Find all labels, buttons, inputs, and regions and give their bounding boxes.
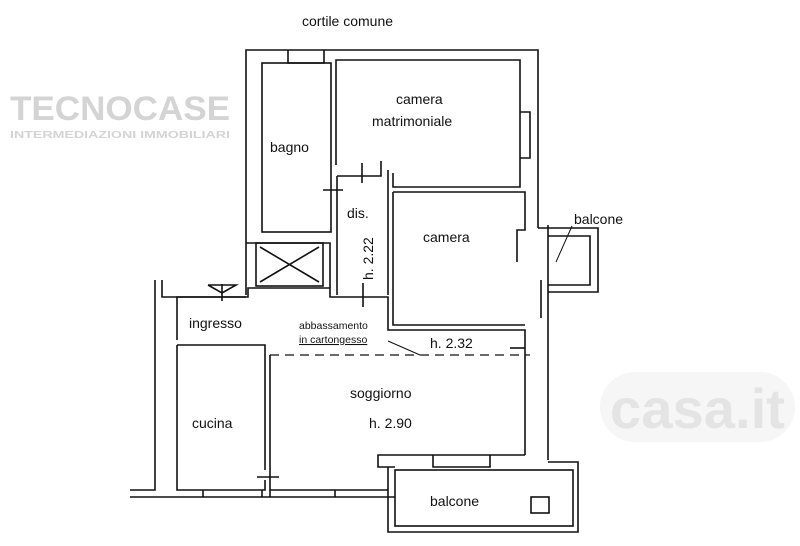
label-ceiling-note-2: in cartongesso — [299, 334, 367, 346]
watermark-agency-text: TECNOCASE — [10, 90, 230, 128]
label-balcone-side: balcone — [574, 211, 623, 227]
label-dis: dis. — [347, 205, 369, 221]
label-soggiorno-height: h. 2.90 — [369, 415, 412, 431]
label-dis-height: h. 2.22 — [360, 237, 376, 280]
watermark-portal: casa.it — [610, 377, 785, 440]
watermark-agency: TECNOCASE INTERMEDIAZIONI IMMOBILIARI — [10, 90, 230, 141]
label-cucina: cucina — [192, 415, 233, 431]
label-bagno: bagno — [270, 139, 309, 155]
label-balcone-bottom: balcone — [430, 493, 479, 509]
label-cortile-comune: cortile comune — [302, 13, 393, 29]
label-camera-matrimoniale-1: camera — [396, 91, 443, 107]
label-ingresso: ingresso — [189, 315, 242, 331]
label-camera: camera — [423, 229, 470, 245]
watermark-agency-sub: INTERMEDIAZIONI IMMOBILIARI — [10, 130, 230, 141]
label-lowered-height: h. 2.32 — [430, 335, 473, 351]
label-soggiorno: soggiorno — [350, 385, 412, 401]
watermark-portal-bg — [600, 372, 795, 442]
label-camera-matrimoniale-2: matrimoniale — [372, 113, 452, 129]
label-ceiling-note-1: abbassamento — [299, 320, 368, 332]
walls — [130, 49, 599, 533]
leader-balcone — [555, 225, 573, 263]
